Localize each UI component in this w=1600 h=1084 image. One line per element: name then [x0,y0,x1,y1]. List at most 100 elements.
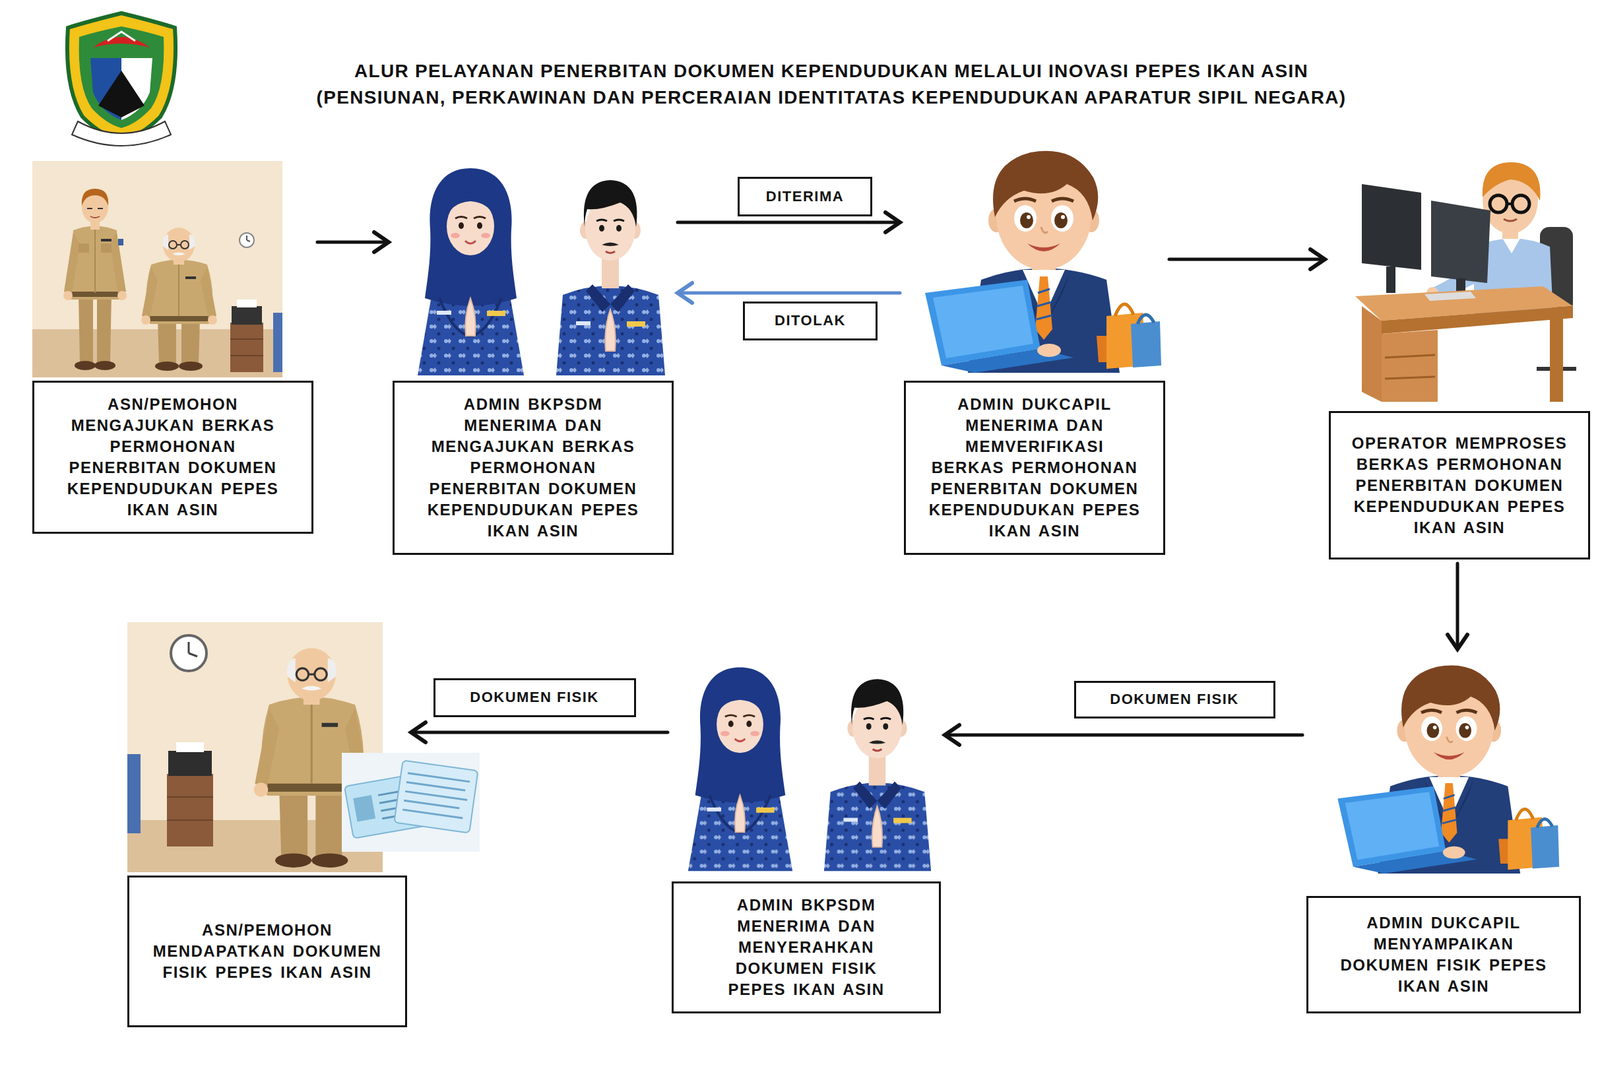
box-text: ADMIN DUKCAPIL MENYAMPAIKAN DOKUMEN FISI… [1308,912,1579,997]
arrow-head [411,722,426,743]
arrow-head [374,232,389,253]
illustration-shape [231,306,262,325]
process-box: ASN/PEMOHON MENDAPATKAN DOKUMEN FISIK PE… [127,875,408,1028]
process-node: ADMIN DUKCAPIL MENYAMPAIKAN DOKUMEN FISI… [1306,653,1581,1014]
illustration-shape [239,232,255,248]
illustration-shape [1384,354,1436,379]
box-text-holder: ADMIN DUKCAPIL MENYAMPAIKAN DOKUMEN FISI… [1308,912,1579,997]
illustration-shape [166,773,214,847]
illustration-shape [1489,195,1507,213]
illustration-shape [32,160,283,378]
illustration-shape [1482,162,1541,201]
illustration-shape [71,121,171,146]
flow-arrow [944,725,1303,745]
illustration-shape [1381,329,1438,402]
illustration-shape [236,299,257,308]
box-text: ASN/PEMOHON MENGAJUKAN BERKAS PERMOHONAN… [34,393,312,521]
illustration-shape [141,227,218,371]
flow-arrow [1169,249,1325,270]
arrow-line [1169,257,1325,262]
box-text-holder: ADMIN BKPSDM MENERIMA DAN MENGAJUKAN BER… [394,393,672,542]
illustration-shape [1386,266,1396,293]
box-text-holder: ASN/PEMOHON MENDAPATKAN DOKUMEN FISIK PE… [129,919,406,984]
arrow-head [1310,249,1325,270]
illustration-shape [176,742,204,753]
edge-label: DITOLAK [774,311,846,330]
process-node: ADMIN BKPSDM MENERIMA DAN MENYERAHKAN DO… [671,661,941,1014]
arrow-head [944,725,960,745]
illustration-shape [1549,312,1564,402]
illustration-shape [188,641,198,657]
edge-label-box: DITOLAK [742,301,878,341]
bkpsdm-admin-woman [417,168,524,376]
flow-arrow [1447,563,1468,650]
arrow-line [411,731,668,735]
illustration-shape [127,754,141,834]
illustration-shape [1424,291,1476,301]
process-box: ADMIN BKPSDM MENERIMA DAN MENGAJUKAN BER… [392,380,674,555]
process-box: ADMIN DUKCAPIL MENERIMA DAN MEMVERIFIKAS… [903,380,1166,555]
illustration-shape [1361,184,1422,270]
illustration-shape [79,26,165,128]
box-text: OPERATOR MEMPROSES BERKAS PERMOHONAN PEN… [1330,432,1589,539]
box-text: ADMIN DUKCAPIL MENERIMA DAN MEMVERIFIKAS… [905,393,1164,542]
illustration-shape [63,188,127,371]
edge-label: DOKUMEN FISIK [1109,690,1240,709]
illustration-shape [1431,200,1491,284]
edge-label: DITERIMA [766,187,844,206]
box-text-holder: ADMIN BKPSDM MENERIMA DAN MENYERAHKAN DO… [673,894,939,1001]
bkpsdm-admin-woman [688,667,793,872]
bkpsdm-admin-man [824,678,931,871]
flow-arrow [317,232,389,253]
illustration-shape [230,339,264,356]
process-box: ADMIN DUKCAPIL MENYAMPAIKAN DOKUMEN FISI… [1306,896,1581,1014]
illustration-shape [170,635,207,672]
process-node: OPERATOR MEMPROSES BERKAS PERMOHONAN PEN… [1328,147,1591,560]
process-node: ADMIN DUKCAPIL MENERIMA DAN MEMVERIFIKAS… [903,137,1166,555]
diagram-title: ALUR PELAYANAN PENERBITAN DOKUMEN KEPEND… [316,58,1348,111]
arrow-line [1456,563,1460,650]
illustration-shape [230,322,264,373]
edge-label-box: DITERIMA [737,176,873,217]
process-node: ADMIN BKPSDM MENERIMA DAN MENGAJUKAN BER… [392,162,674,555]
operator-desk-scene [1355,162,1577,402]
process-node: ASN/PEMOHON MENDAPATKAN DOKUMEN FISIK PE… [127,622,408,1028]
illustration-shape [168,750,212,776]
box-text: ADMIN BKPSDM MENERIMA DAN MENYERAHKAN DO… [673,894,939,1001]
arrow-head [885,212,900,233]
process-box: OPERATOR MEMPROSES BERKAS PERMOHONAN PEN… [1328,411,1591,560]
illustration-shape [166,797,214,821]
flow-arrow [411,722,668,743]
illustration-shape [107,31,136,41]
process-box: ASN/PEMOHON MENGAJUKAN BERKAS PERMOHONAN… [32,380,314,534]
illustration-shape [393,760,478,833]
arrow-line [317,240,389,245]
illustration-shape [1503,219,1517,222]
box-text-holder: ASN/PEMOHON MENGAJUKAN BERKAS PERMOHONAN… [34,393,312,521]
arrow-line [677,221,900,225]
box-text-holder: ADMIN DUKCAPIL MENERIMA DAN MEMVERIFIKAS… [905,393,1164,542]
arrow-line [677,291,900,295]
illustration-shape [1506,202,1513,206]
illustration-shape [341,752,480,852]
box-text-holder: OPERATOR MEMPROSES BERKAS PERMOHONAN PEN… [1330,432,1589,539]
dukcapil-admin-figure [1337,665,1560,873]
illustration-shape [402,773,470,819]
asn-office-scene [32,160,283,378]
arrow-head [677,283,693,303]
illustration-shape [98,70,145,118]
edge-label-box: DOKUMEN FISIK [433,678,637,718]
illustration-shape [1361,306,1382,402]
identity-cards [341,752,480,852]
flow-arrow [677,283,900,303]
process-box: ADMIN BKPSDM MENERIMA DAN MENYERAHKAN DO… [671,881,941,1014]
dukcapil-admin-figure [925,151,1162,373]
arrow-head [1447,634,1468,650]
process-node: ASN/PEMOHON MENGAJUKAN BERKAS PERMOHONAN… [32,160,314,534]
illustration-shape [273,312,283,373]
box-text: ADMIN BKPSDM MENERIMA DAN MENGAJUKAN BER… [394,393,672,542]
box-text: ASN/PEMOHON MENDAPATKAN DOKUMEN FISIK PE… [129,919,406,984]
illustration-shape [352,795,376,822]
edge-label: DOKUMEN FISIK [469,688,600,707]
